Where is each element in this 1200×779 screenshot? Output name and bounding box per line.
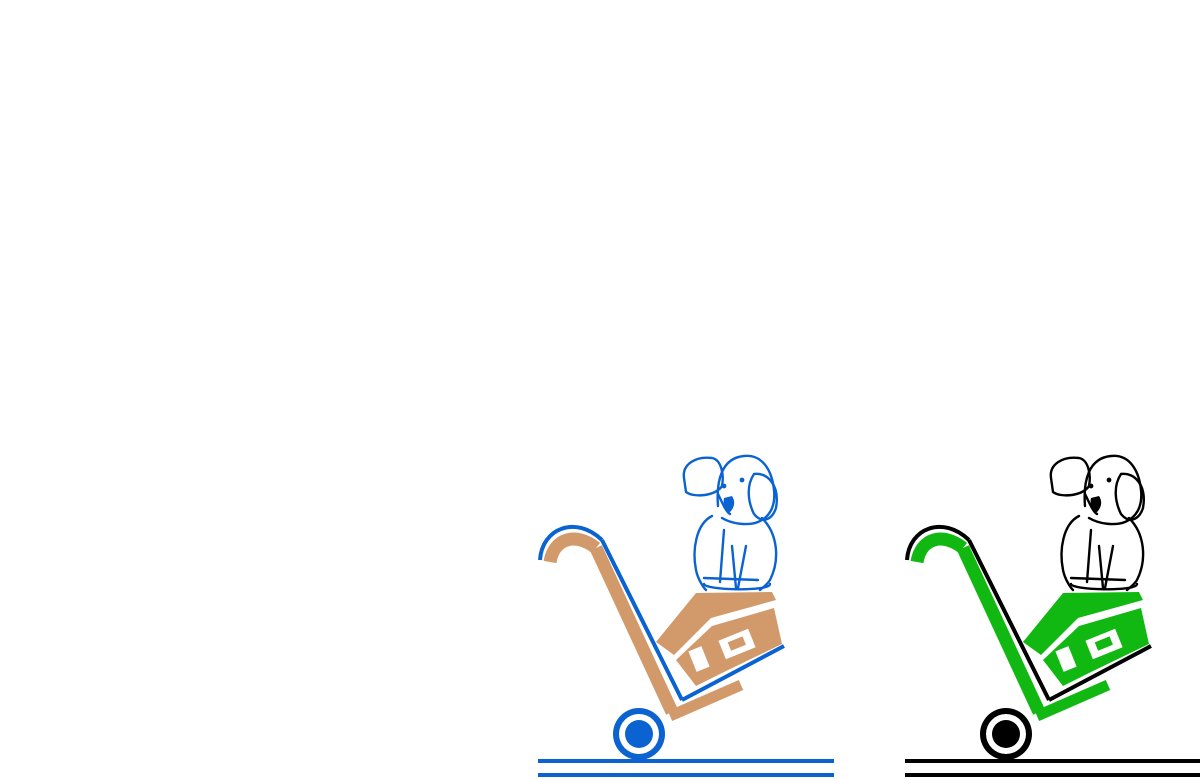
- logo-color: [538, 454, 834, 777]
- wheel-icon: [980, 708, 1032, 760]
- ground-lines: [905, 759, 1200, 777]
- ground-lines: [538, 759, 834, 777]
- hand-truck-icon: [538, 524, 785, 722]
- logo-green-black: [905, 454, 1200, 777]
- dog-icon: [1049, 454, 1145, 592]
- wheel-icon: [613, 708, 665, 760]
- hand-truck-icon: [905, 524, 1152, 722]
- dog-icon: [682, 454, 778, 592]
- house-icon: [1023, 592, 1149, 686]
- house-icon: [656, 592, 782, 686]
